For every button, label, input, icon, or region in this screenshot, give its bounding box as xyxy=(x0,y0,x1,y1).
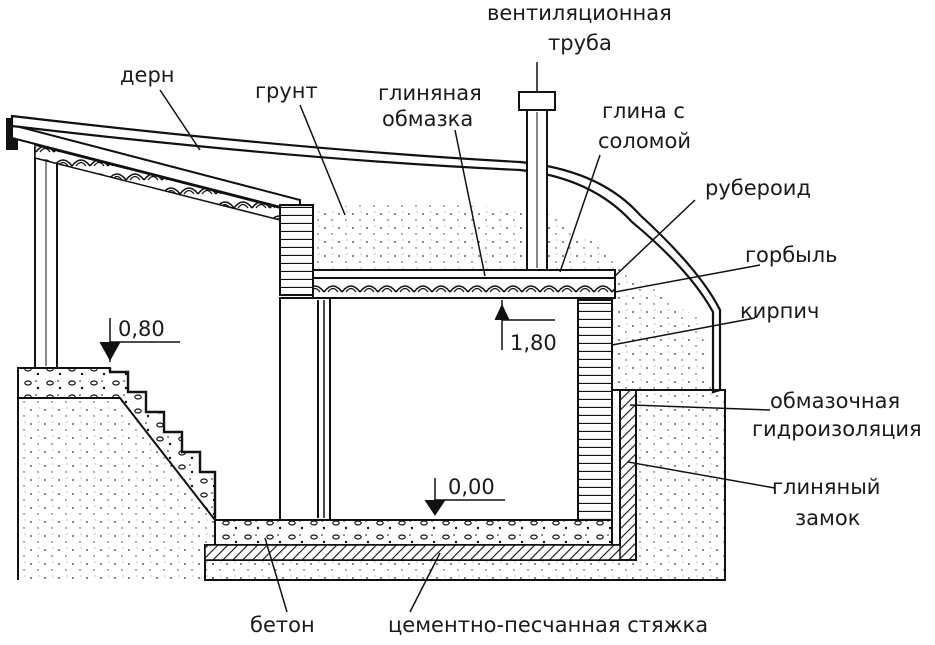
left-ground xyxy=(17,398,215,580)
label-clay-straw-1: глина с xyxy=(602,99,685,123)
label-clay-lock-2: замок xyxy=(795,506,860,530)
cellar-brick-wall xyxy=(577,299,613,521)
level-label-ceiling: 1,80 xyxy=(510,331,557,355)
label-clay-coating-1: глиняная xyxy=(378,81,482,105)
cellar-floor xyxy=(204,519,621,561)
entry-brick-wall xyxy=(279,204,314,296)
label-slab: горбыль xyxy=(745,243,838,267)
label-roofing-felt: рубероид xyxy=(705,176,811,200)
label-clay-lock-1: глиняный xyxy=(772,475,880,499)
level-mark-ceiling: 1,80 xyxy=(494,300,557,355)
ventilation-pipe xyxy=(518,91,556,271)
label-soil: грунт xyxy=(255,79,318,103)
level-label-floor: 0,00 xyxy=(448,475,495,499)
label-vent-2: труба xyxy=(548,31,612,55)
label-clay-straw-2: соломой xyxy=(598,129,691,153)
level-mark-floor: 0,00 xyxy=(424,475,505,516)
label-screed: цементно-песчанная стяжка xyxy=(388,613,708,637)
leader-lines xyxy=(159,62,776,613)
label-clay-coating-2: обмазка xyxy=(382,107,473,131)
ceiling-slab xyxy=(312,269,616,299)
label-waterproofing-2: гидроизоляция xyxy=(752,417,922,441)
label-concrete: бетон xyxy=(250,613,315,637)
level-label-entry: 0,80 xyxy=(118,317,165,341)
label-waterproofing-1: обмазочная xyxy=(770,389,900,413)
level-mark-entry: 0,80 xyxy=(99,317,180,362)
label-sod: дерн xyxy=(120,63,175,87)
label-brick: кирпич xyxy=(740,299,819,323)
door-frame xyxy=(279,297,331,521)
entry-stairs xyxy=(17,367,217,523)
labels: дерн грунт глиняная обмазка вентиляционн… xyxy=(120,1,922,637)
right-ground xyxy=(204,389,726,581)
label-vent-1: вентиляционная xyxy=(487,1,672,25)
